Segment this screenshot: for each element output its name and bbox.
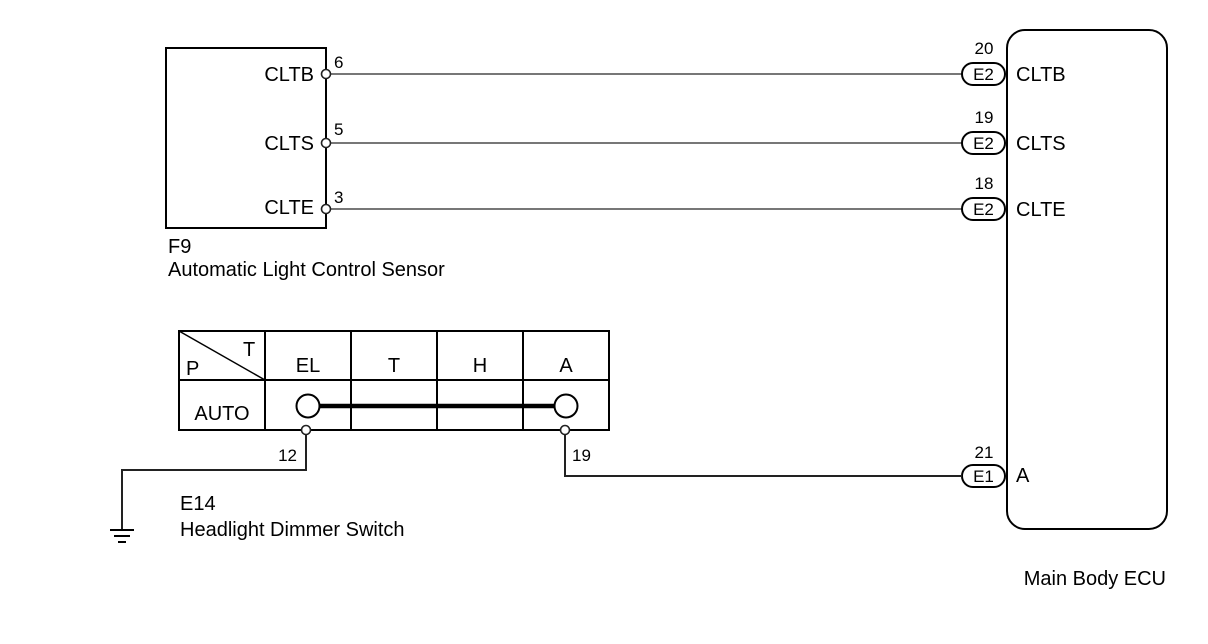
light-control-sensor: CLTB CLTS CLTE 6 5 3 F9 Automatic Light … <box>165 47 445 281</box>
switch-column-a: A <box>559 355 573 377</box>
switch-column-el: EL <box>296 355 320 377</box>
ecu-pin-19: 19 <box>975 108 994 127</box>
switch-column-h: H <box>473 355 487 377</box>
switch-column-t: T <box>388 355 400 377</box>
sensor-ecu-wires <box>320 68 962 215</box>
ecu-connector-e2-cltb-label: E2 <box>973 65 994 84</box>
ecu-connector-e2-clte <box>961 197 1006 221</box>
switch-code: E14 <box>180 493 216 515</box>
sensor-terminal-clte-label: CLTE <box>264 197 314 219</box>
switch-table-corner-top: T <box>243 339 255 361</box>
ecu-connector-e1-a-label: E1 <box>973 467 994 486</box>
ecu-box <box>1006 29 1168 530</box>
ecu-connector-e2-cltb <box>961 62 1006 86</box>
sensor-pin-6: 6 <box>334 53 343 72</box>
ground-icon <box>110 529 134 543</box>
sensor-terminal-5 <box>320 137 332 149</box>
wire-ground <box>121 435 307 530</box>
switch-table-corner-bottom: P <box>186 358 199 380</box>
switch-contact-el <box>295 393 321 419</box>
ecu-terminal-clte-label: CLTE <box>1016 199 1066 221</box>
main-body-ecu: Main Body ECU 20 E2 CLTB 19 E2 CLTS 18 E… <box>961 29 1168 590</box>
switch-contact-a <box>553 393 579 419</box>
ecu-connector-e2-clts-label: E2 <box>973 134 994 153</box>
sensor-pin-5: 5 <box>334 120 343 139</box>
ecu-connector-e2-clts <box>961 131 1006 155</box>
switch-terminal-19 <box>559 424 571 436</box>
ecu-terminal-a-label: A <box>1016 465 1030 487</box>
headlight-dimmer-switch: T P EL T H A AUTO E14 Headlight Dimmer S… <box>178 330 610 541</box>
ecu-terminal-cltb-label: CLTB <box>1016 64 1066 86</box>
sensor-code: F9 <box>168 236 191 258</box>
switch-wires: 12 19 <box>110 424 962 543</box>
sensor-terminal-cltb-label: CLTB <box>264 64 314 86</box>
switch-table-corner-diagonal <box>178 330 266 381</box>
sensor-name: Automatic Light Control Sensor <box>168 259 445 281</box>
ecu-pin-20: 20 <box>975 39 994 58</box>
sensor-box <box>165 47 327 229</box>
ecu-pin-18: 18 <box>975 174 994 193</box>
sensor-terminal-6 <box>320 68 332 80</box>
switch-terminal-12 <box>300 424 312 436</box>
sensor-terminal-3 <box>320 203 332 215</box>
ecu-connector-e2-clte-label: E2 <box>973 200 994 219</box>
wire-a <box>564 435 962 477</box>
switch-pin-12: 12 <box>278 446 297 465</box>
ecu-pin-21: 21 <box>975 443 994 462</box>
switch-name: Headlight Dimmer Switch <box>180 519 405 541</box>
switch-pin-19: 19 <box>572 446 591 465</box>
ecu-terminal-clts-label: CLTS <box>1016 133 1066 155</box>
sensor-terminal-clts-label: CLTS <box>264 133 314 155</box>
switch-row-auto: AUTO <box>194 403 249 425</box>
ecu-name: Main Body ECU <box>1024 568 1166 590</box>
sensor-pin-3: 3 <box>334 188 343 207</box>
